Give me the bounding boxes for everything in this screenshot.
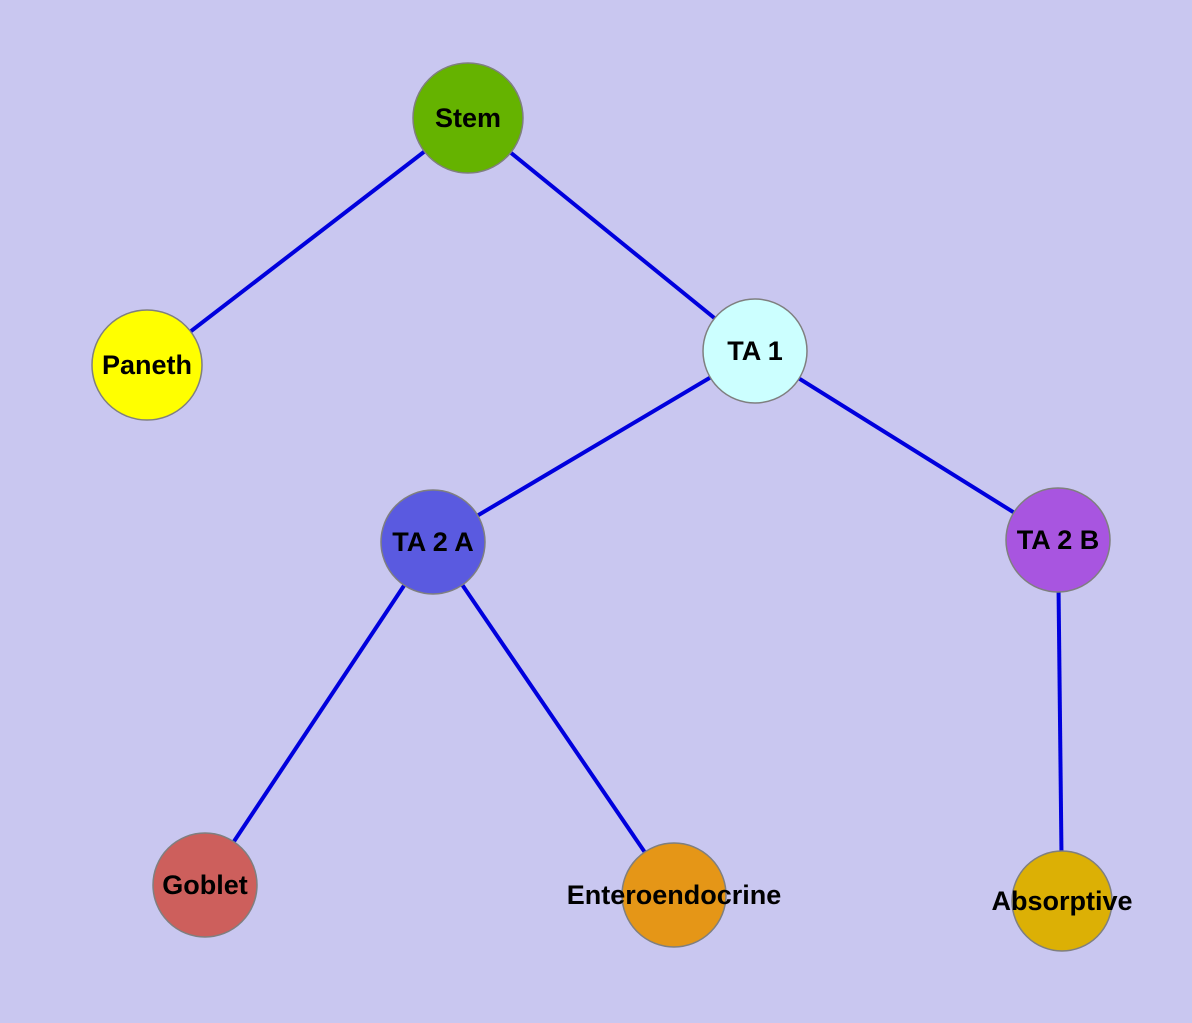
node-circle-stem <box>412 62 524 174</box>
edges-layer <box>145 116 1064 902</box>
edge-ta2a-enteroendocrine <box>431 540 676 897</box>
edge-stem-ta1 <box>466 116 757 353</box>
node-goblet[interactable]: Goblet <box>152 832 258 938</box>
node-stem[interactable]: Stem <box>412 62 524 174</box>
node-circle-ta1 <box>702 298 808 404</box>
node-circle-ta2a <box>380 489 486 595</box>
node-ta1[interactable]: TA 1 <box>702 298 808 404</box>
node-paneth[interactable]: Paneth <box>91 309 203 421</box>
node-ta2b[interactable]: TA 2 B <box>1005 487 1111 593</box>
node-circle-ta2b <box>1005 487 1111 593</box>
edge-stem-paneth <box>145 116 470 367</box>
node-circle-absorptive <box>1011 850 1113 952</box>
edge-ta1-ta2a <box>431 349 757 544</box>
edge-ta1-ta2b <box>753 349 1060 542</box>
node-circle-enteroendocrine <box>621 842 727 948</box>
node-circle-paneth <box>91 309 203 421</box>
edge-ta2b-absorptive <box>1056 539 1064 902</box>
node-ta2a[interactable]: TA 2 A <box>380 489 486 595</box>
edge-ta2a-goblet <box>203 540 435 887</box>
node-circle-goblet <box>152 832 258 938</box>
